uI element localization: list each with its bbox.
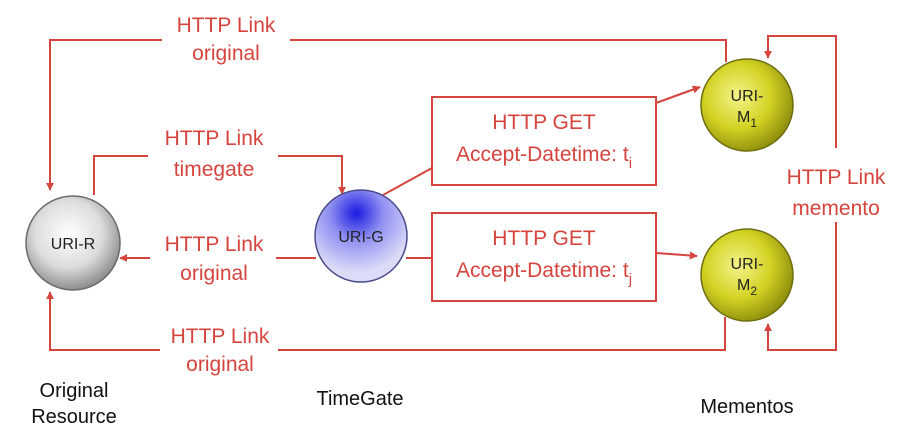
request-get-i-line1: HTTP GET — [492, 111, 596, 134]
edge-top-original-line-left — [46, 39, 162, 191]
node-uri-m1-line2: M1 — [737, 109, 757, 130]
edge-memento-line-bottom — [764, 222, 837, 351]
node-uri-m2: URI- M2 — [700, 228, 794, 322]
node-uri-m2-line1: URI- — [731, 256, 764, 273]
label-top-original-line1: HTTP Link — [177, 14, 276, 37]
label-mid-original-line1: HTTP Link — [165, 233, 264, 256]
node-uri-m1: URI- M1 — [700, 58, 794, 152]
request-get-j-subscript: j — [628, 271, 632, 288]
request-box-get-i — [431, 96, 657, 186]
label-bottom-original-line2: original — [186, 353, 254, 376]
label-bottom-original-line1: HTTP Link — [171, 325, 270, 348]
edge-bottom-original-line-right — [278, 317, 726, 351]
request-box-get-j — [431, 212, 657, 302]
node-uri-m1-subscript: 1 — [750, 116, 757, 130]
node-uri-m2-subscript: 2 — [750, 284, 757, 298]
label-timegate-line2: timegate — [174, 158, 255, 181]
label-timegate-line1: HTTP Link — [165, 127, 264, 150]
node-uri-m1-letter: M — [737, 109, 750, 126]
edge-top-original-line — [290, 39, 727, 62]
request-get-i-line2: Accept-Datetime: ti — [456, 143, 632, 172]
request-get-j-line2: Accept-Datetime: tj — [456, 259, 632, 288]
node-uri-m2-line2: M2 — [737, 277, 757, 298]
request-get-j-line1: HTTP GET — [492, 227, 596, 250]
edge-get-j-line-right — [655, 251, 698, 260]
request-get-j-accept: Accept-Datetime: t — [456, 259, 629, 282]
label-memento-line2: memento — [792, 197, 880, 220]
edge-get-i-line-left — [382, 167, 433, 196]
request-get-i-subscript: i — [629, 155, 632, 172]
edge-bottom-original-line-left — [46, 291, 160, 351]
node-uri-r: URI-R — [25, 195, 121, 291]
edge-timegate-line-left — [93, 155, 148, 195]
caption-mementos: Mementos — [700, 396, 793, 418]
label-memento-line1: HTTP Link — [787, 166, 886, 189]
label-mid-original-line2: original — [180, 262, 248, 285]
caption-timegate: TimeGate — [316, 388, 403, 410]
edge-timegate-line-right — [278, 155, 346, 195]
caption-original-resource-line2: Resource — [31, 406, 117, 428]
node-uri-g-label: URI-G — [338, 229, 383, 246]
node-uri-m2-letter: M — [737, 277, 750, 294]
request-get-i-accept: Accept-Datetime: t — [456, 143, 629, 166]
node-uri-r-label: URI-R — [51, 236, 95, 253]
edge-memento-line-top — [764, 35, 837, 148]
caption-original-resource-line1: Original — [40, 380, 109, 402]
node-uri-m1-line1: URI- — [731, 88, 764, 105]
edge-get-i-line-right — [655, 85, 701, 104]
label-top-original-line2: original — [192, 42, 260, 65]
node-uri-g: URI-G — [314, 189, 408, 283]
